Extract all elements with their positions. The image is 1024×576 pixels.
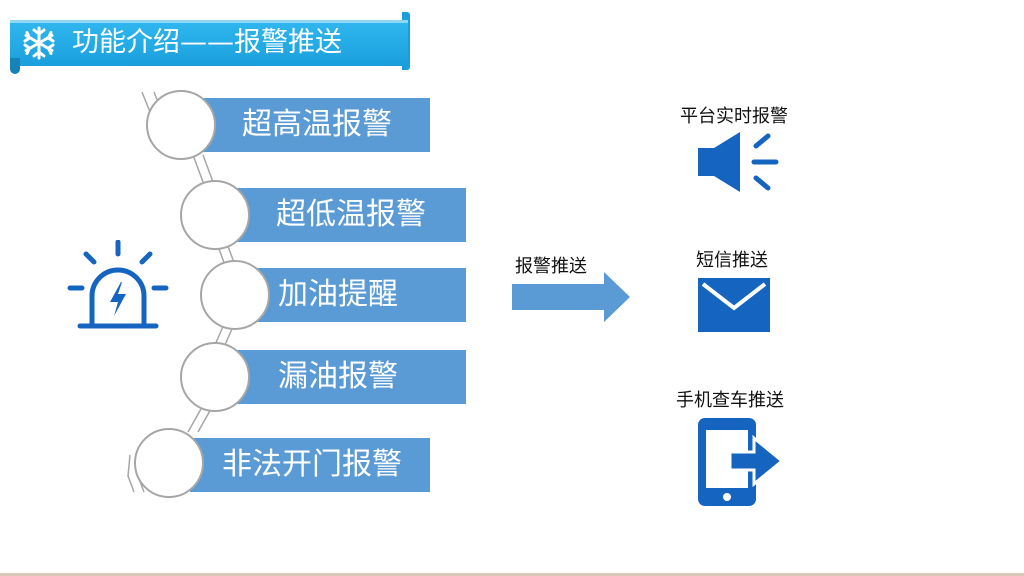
alarm-item-overheat: 超高温报警: [200, 98, 430, 152]
siren-icon: [67, 240, 169, 329]
alarm-item-refuel: 加油提醒: [250, 268, 466, 322]
title-banner: [10, 20, 408, 66]
banner-fold: [10, 58, 20, 74]
channel-label-mobile: 手机查车推送: [676, 390, 784, 411]
alarm-item-undertemp: 超低温报警: [236, 188, 466, 242]
alarm-circle: [134, 428, 204, 498]
alarm-label: 加油提醒: [278, 277, 398, 312]
snowflake-icon: [23, 26, 55, 60]
speaker-icon: [698, 132, 779, 192]
alarm-label: 非法开门报警: [222, 447, 402, 482]
arrow-right-icon: [512, 272, 630, 322]
push-label: 报警推送: [515, 256, 587, 277]
alarm-label: 漏油报警: [278, 359, 398, 394]
bottom-border: [0, 573, 1024, 576]
alarm-item-illegal-door: 非法开门报警: [190, 438, 430, 492]
alarm-item-oil-leak: 漏油报警: [236, 350, 466, 404]
alarm-circle: [180, 342, 250, 412]
phone-push-icon: [698, 418, 785, 506]
alarm-circle: [146, 90, 216, 160]
page-title: 功能介绍——报警推送: [72, 27, 342, 58]
envelope-icon: [698, 278, 770, 332]
alarm-label: 超高温报警: [242, 107, 392, 142]
alarm-circle: [200, 260, 270, 330]
channel-label-sms: 短信推送: [696, 250, 768, 271]
channel-label-platform: 平台实时报警: [680, 106, 788, 127]
alarm-circle: [180, 180, 250, 250]
alarm-label: 超低温报警: [276, 197, 426, 232]
